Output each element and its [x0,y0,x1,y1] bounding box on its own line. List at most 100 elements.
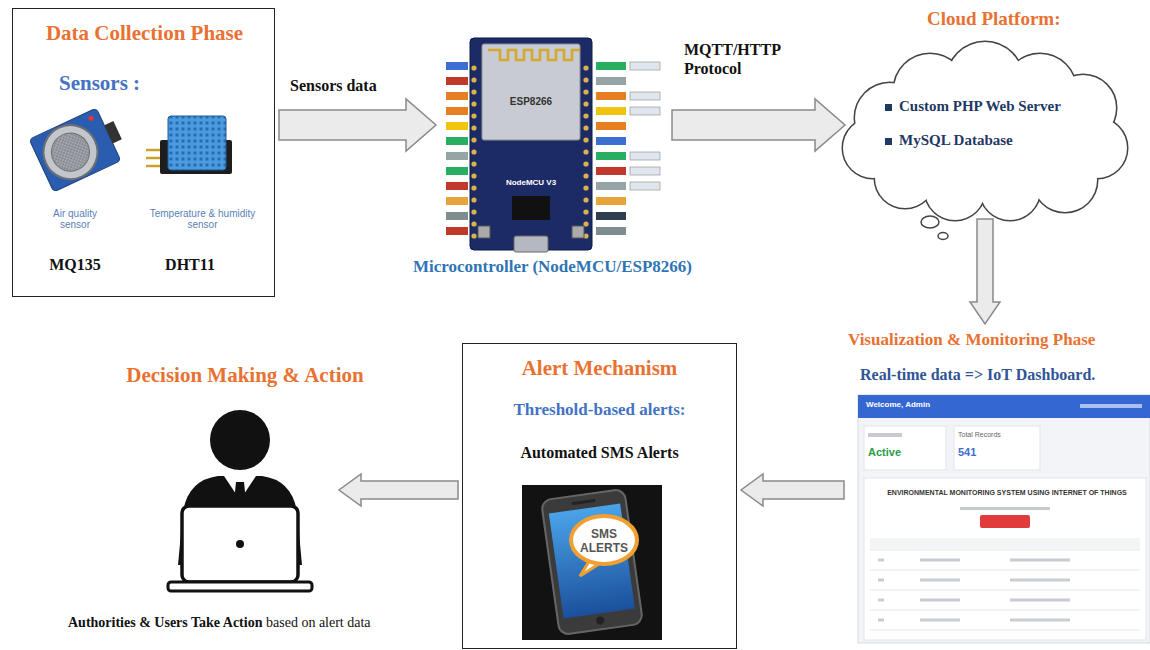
pin-tags-left [446,212,468,220]
sub-heading: Threshold-based alerts: [463,400,736,420]
arrow-label: Sensors data [290,76,450,95]
usb-chip [512,196,550,220]
pin-tags-left [446,62,468,235]
text-placeholder [1080,404,1142,408]
person-head [210,410,270,470]
pin-tags-left [446,227,468,235]
monitoring-phase: Visualization & Monitoring PhaseReal-tim… [848,328,1147,645]
pin-tags-right [630,107,660,115]
pin-tags-right [596,227,626,235]
mq135-sensor [29,104,130,192]
sensor-can [35,116,107,188]
microcontroller-unit: Microcontroller (NodeMCU/ESP8266) [380,35,725,287]
pin-tags-right [596,77,626,85]
button [572,226,584,238]
bullet-item: Custom PHP Web Server [883,98,1124,115]
pin-tags-right [596,197,626,205]
pin-tags-left [446,62,468,70]
part-name: DHT11 [145,256,235,274]
table-header [870,538,1140,550]
pin-tags-left [446,197,468,205]
wifi-module [482,44,580,140]
sensor-board [29,108,121,192]
pin-tags-right [596,167,626,175]
arrow-label: MQTT/HTTP Protocol [684,40,814,78]
sub-heading: Real-time data => IoT Dashboard. [860,366,1142,384]
pin-tags-right [596,107,626,115]
cloud-platform: Cloud Platform: Custom PHP Web ServerMySQ… [835,8,1133,220]
table-rules [870,550,1140,630]
part-name: MQ135 [30,256,120,274]
nodemcu-board [446,38,660,252]
action-text: based on alert data [266,615,371,631]
person-icon [168,410,312,591]
pin-tags-right [596,62,660,235]
phase-heading: Decision Making & Action [95,363,395,388]
pin-row [470,62,478,242]
sms-phone-icon [522,485,662,640]
data-panel [864,478,1146,640]
pin-tags-right [630,167,660,175]
pin-tags-left [446,182,468,190]
status-card [864,426,946,470]
icon-text: SMS ALERTS [579,527,629,555]
pin-tags-left [446,77,468,85]
unit-caption: Microcontroller (NodeMCU/ESP8266) [380,257,725,277]
table-placeholders [878,560,1070,620]
sensor-mesh [45,127,95,177]
pin-tags-left [446,122,468,130]
screen-text: Total Records [958,431,1038,438]
sensor-pins [104,121,122,143]
decision-actor: Decision Making & ActionAuthorities & Us… [60,355,460,645]
platform-heading: Cloud Platform: [927,8,1127,30]
bullet-item: MySQL Database [883,132,1124,149]
screen-value: 541 [958,446,1028,458]
flow-arrow [672,99,845,151]
thought-bubble [938,233,948,240]
screen-text: Welcome, Admin [866,400,1016,409]
sensor-housing [168,116,226,170]
speech-bubble [571,516,637,564]
text-placeholder [868,433,902,437]
thought-bubble [921,216,939,228]
flow-arrow [339,474,458,506]
status-card [954,426,1040,470]
antenna-trace [488,50,580,60]
pin-tags-right [596,92,626,100]
pin-tags-right [630,152,660,160]
pin-tags-right [630,62,660,70]
dht11-sensor [146,116,232,174]
phone-body [541,489,643,635]
body-text: Automated SMS Alerts [463,444,736,462]
pin-tags-right [596,137,626,145]
laptop-logo [236,540,244,548]
pin-tags-left [446,152,468,160]
dashboard-screenshot [858,395,1150,643]
laptop-screen [182,506,298,582]
flow-arrow [279,99,436,151]
action-text: Authorities & Users Take Action [68,615,262,631]
sensor-pins [146,150,162,166]
phone-button [596,616,605,625]
alert-box: Alert MechanismThreshold-based alerts: Au… [462,343,737,649]
pin-tags-right [630,182,660,190]
board-pcb [470,38,592,250]
text-placeholder [960,507,1050,510]
phase-heading: Visualization & Monitoring Phase [848,330,1144,350]
phase-heading: Data Collection Phase [13,21,276,46]
icon-ground [522,485,662,640]
pin-tags-right [596,182,626,190]
screen-value: Active [868,446,938,458]
screen-title: ENVIRONMENTAL MONITORING SYSTEM USING IN… [874,489,1140,496]
usb-port [514,236,548,252]
phase-box: Data Collection PhaseSensors : [12,8,275,297]
chip-marking: ESP8266 [486,96,576,107]
pin-tags-left [446,167,468,175]
button [478,226,490,238]
phase-heading: Alert Mechanism [463,356,736,381]
pin-tags-left [446,92,468,100]
flow-arrow [970,219,1000,324]
phone-speaker [571,499,595,505]
